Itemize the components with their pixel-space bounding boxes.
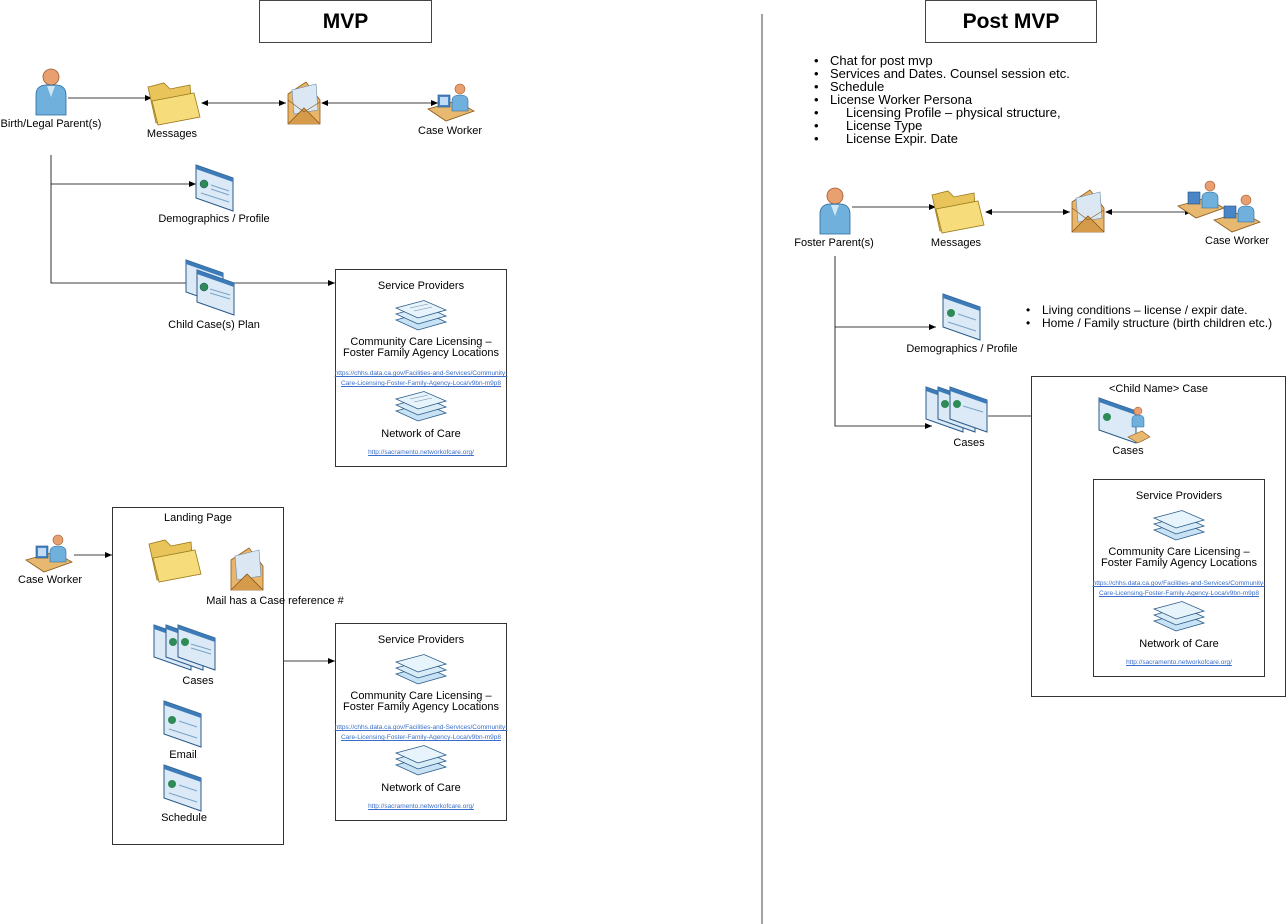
child-case-title: <Child Name> Case bbox=[1108, 383, 1209, 395]
landing-case-worker-label: Case Worker bbox=[18, 574, 82, 586]
post-case-worker-label: Case Worker bbox=[1205, 235, 1269, 247]
folder-icon bbox=[148, 539, 202, 583]
feature-sub-item: Licensing Profile – physical structure, bbox=[814, 106, 1070, 119]
feature-item: Chat for post mvp bbox=[814, 54, 1070, 67]
ccl-link-line-2[interactable]: Care-Licensing-Foster-Family-Agency-Loca… bbox=[340, 380, 502, 387]
messages-label: Messages bbox=[146, 128, 198, 140]
ccl-link-line-2[interactable]: Care-Licensing-Foster-Family-Agency-Loca… bbox=[340, 734, 502, 741]
feature-sub-item: License Type bbox=[814, 119, 1070, 132]
service-providers-panel: Service Providers Community Care Licensi… bbox=[335, 269, 507, 467]
landing-title: Landing Page bbox=[164, 512, 232, 524]
foster-trunk-line bbox=[834, 256, 932, 429]
ccl-link[interactable]: https://chhs.data.ca.gov/Facilities-and-… bbox=[1080, 579, 1278, 599]
ccl-link-line-1[interactable]: https://chhs.data.ca.gov/Facilities-and-… bbox=[334, 370, 508, 377]
service-providers-panel: Service Providers Community Care Licensi… bbox=[1093, 479, 1265, 677]
foster-parent-label: Foster Parent(s) bbox=[794, 237, 874, 249]
document-stack-icon bbox=[1152, 510, 1206, 541]
feature-item: License Worker Persona bbox=[814, 93, 1070, 106]
schedule-label[interactable]: Schedule bbox=[161, 812, 207, 824]
feature-item: Schedule bbox=[814, 80, 1070, 93]
folder-icon bbox=[931, 190, 985, 234]
post-mvp-title-box: Post MVP bbox=[925, 0, 1097, 43]
post-messages-label: Messages bbox=[930, 237, 982, 249]
feature-sub-item: License Expir. Date bbox=[814, 132, 1070, 145]
schedule-screen-icon bbox=[163, 764, 202, 812]
ccl-link-line-1[interactable]: https://chhs.data.ca.gov/Facilities-and-… bbox=[334, 724, 508, 731]
panel-title: Service Providers bbox=[377, 634, 465, 646]
post-mvp-title: Post MVP bbox=[962, 9, 1060, 33]
folder-icon bbox=[147, 82, 201, 126]
birth-parent-label: Birth/Legal Parent(s) bbox=[0, 118, 102, 130]
mvp-title-box: MVP bbox=[259, 0, 432, 43]
demographics-note: Living conditions – license / expir date… bbox=[1026, 304, 1272, 318]
parent-trunk-line bbox=[50, 155, 196, 284]
noc-label: Network of Care bbox=[1139, 638, 1219, 650]
profile-screen-icon bbox=[942, 293, 981, 341]
mail-icon bbox=[1071, 189, 1105, 233]
profile-screen-icon bbox=[195, 164, 234, 212]
ccl-link-line-1[interactable]: https://chhs.data.ca.gov/Facilities-and-… bbox=[1092, 580, 1266, 587]
demographics-notes: Living conditions – license / expir date… bbox=[1026, 304, 1272, 331]
ccl-link[interactable]: https://chhs.data.ca.gov/Facilities-and-… bbox=[322, 723, 520, 743]
panel-title: Service Providers bbox=[1135, 490, 1223, 502]
feature-item: Services and Dates. Counsel session etc. bbox=[814, 67, 1070, 80]
noc-link[interactable]: http://sacramento.networkofcare.org/ bbox=[368, 803, 474, 810]
demographics-note: Home / Family structure (birth children … bbox=[1026, 317, 1272, 331]
cases-label[interactable]: Cases bbox=[182, 675, 214, 687]
child-case-plan-label: Child Case(s) Plan bbox=[168, 319, 260, 331]
case-worker-label: Case Worker bbox=[418, 125, 482, 137]
panel-title: Service Providers bbox=[377, 280, 465, 292]
case-workers-icon bbox=[1177, 180, 1261, 233]
cases-stack-icon bbox=[153, 624, 216, 671]
document-stack-icon bbox=[394, 391, 448, 422]
case-file-icon bbox=[1098, 397, 1151, 444]
cases-stack-icon bbox=[925, 386, 988, 433]
ccl-label: Community Care Licensing – Foster Family… bbox=[343, 690, 499, 713]
ccl-link-line-2[interactable]: Care-Licensing-Foster-Family-Agency-Loca… bbox=[1098, 590, 1260, 597]
mvp-title: MVP bbox=[322, 9, 369, 33]
demographics-label: Demographics / Profile bbox=[158, 213, 270, 225]
post-demographics-label: Demographics / Profile bbox=[906, 343, 1018, 355]
stacked-screens-icon bbox=[185, 259, 235, 316]
case-worker-icon bbox=[25, 534, 73, 573]
email-screen-icon bbox=[163, 700, 202, 748]
case-worker-icon bbox=[427, 83, 475, 122]
mail-note-label: Mail has a Case reference # bbox=[206, 595, 344, 607]
ccl-link[interactable]: https://chhs.data.ca.gov/Facilities-and-… bbox=[322, 369, 520, 389]
mail-icon bbox=[230, 547, 264, 591]
person-icon bbox=[35, 68, 67, 116]
child-cases-label[interactable]: Cases bbox=[1112, 445, 1144, 457]
ccl-label: Community Care Licensing – Foster Family… bbox=[343, 336, 499, 359]
email-label[interactable]: Email bbox=[169, 749, 197, 761]
landing-page-panel: Landing Page Mail has a Case reference #… bbox=[112, 507, 344, 845]
noc-link[interactable]: http://sacramento.networkofcare.org/ bbox=[1126, 659, 1232, 666]
document-stack-icon bbox=[394, 654, 448, 685]
mail-icon bbox=[287, 81, 321, 125]
child-case-panel: <Child Name> Case Cases Service Provider… bbox=[1031, 376, 1286, 697]
noc-link[interactable]: http://sacramento.networkofcare.org/ bbox=[368, 449, 474, 456]
document-stack-icon bbox=[394, 745, 448, 776]
document-stack-icon bbox=[1152, 601, 1206, 632]
noc-label: Network of Care bbox=[381, 782, 461, 794]
document-stack-icon bbox=[394, 300, 448, 331]
post-cases-label[interactable]: Cases bbox=[953, 437, 985, 449]
ccl-label: Community Care Licensing – Foster Family… bbox=[1101, 546, 1257, 569]
post-mvp-feature-list: Chat for post mvp Services and Dates. Co… bbox=[814, 54, 1070, 145]
person-icon bbox=[819, 187, 851, 235]
noc-label: Network of Care bbox=[381, 428, 461, 440]
service-providers-panel: Service Providers Community Care Licensi… bbox=[335, 623, 507, 821]
